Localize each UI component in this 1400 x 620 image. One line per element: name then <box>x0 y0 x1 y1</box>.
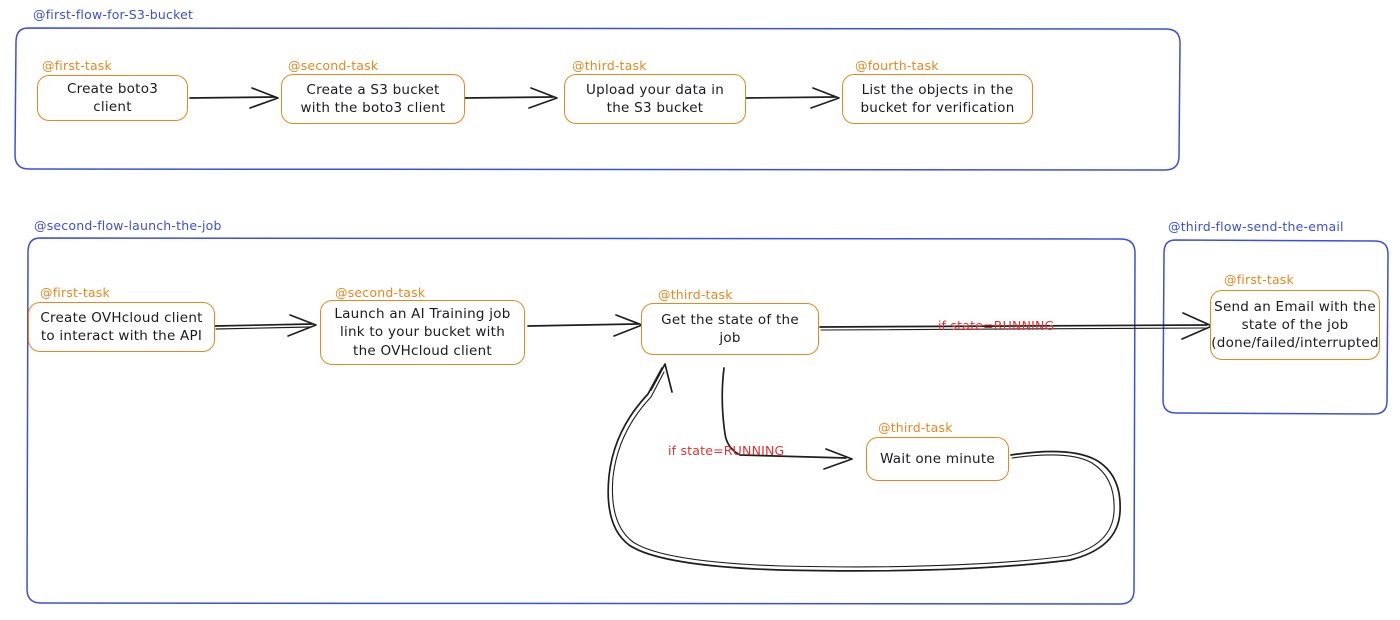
edge-wait-loop-back-b <box>611 371 1115 568</box>
node-label-f2-task1: @first-task <box>40 285 110 300</box>
node-text-f1-task3: Upload your data in the S3 bucket <box>586 81 724 116</box>
node-f2-task1[interactable]: Create OVHcloud client to interact with … <box>28 302 215 352</box>
frame-label-first-flow: @first-flow-for-S3-bucket <box>33 7 194 22</box>
node-label-f2-task2: @second-task <box>335 285 426 300</box>
edge-label-to-wait: if state=RUNNING <box>668 443 785 458</box>
node-label-f1-task1: @first-task <box>42 58 112 73</box>
node-text-f1-task1: Create boto3 client <box>66 80 159 115</box>
edge-f2t2-f2t3 <box>527 323 639 327</box>
edge-f1t2-f1t3 <box>464 96 554 99</box>
frame-rect-first-flow <box>14 27 1181 171</box>
frame-label-third-flow: @third-flow-send-the-email <box>1168 219 1344 234</box>
node-text-f2-task1: Create OVHcloud client to interact with … <box>40 309 203 344</box>
frame-rect-second-flow <box>26 237 1136 605</box>
edge-f2t1-f2t2-head <box>287 314 317 337</box>
node-label-f3-task1: @first-task <box>1224 272 1294 287</box>
node-f3-task1[interactable]: Send an Email with the state of the job … <box>1210 290 1380 360</box>
node-f1-task3[interactable]: Upload your data in the S3 bucket <box>564 74 746 124</box>
node-text-f1-task2: Create a S3 bucket with the boto3 client <box>300 81 446 116</box>
edge-wait-loop-back-head <box>650 363 673 393</box>
edge-wait-loop-back <box>607 367 1121 572</box>
edge-f2t1-f2t2-b <box>215 326 311 330</box>
node-label-f1-task2: @second-task <box>288 58 379 73</box>
node-f1-task2[interactable]: Create a S3 bucket with the boto3 client <box>281 74 465 124</box>
node-f1-task1[interactable]: Create boto3 client <box>37 75 188 121</box>
edge-f1t2-f1t3-head <box>528 87 558 109</box>
edge-label-to-email: if state=RUNNING <box>938 318 1055 333</box>
node-text-f1-task4: List the objects in the bucket for verif… <box>860 81 1015 116</box>
node-label-f2-task-wait: @third-task <box>878 420 953 435</box>
edge-f2t3-f3t1-b <box>820 327 1206 331</box>
node-text-f2-task-wait: Wait one minute <box>880 450 995 467</box>
edge-f2t1-f2t2 <box>214 323 313 327</box>
edge-f1t1-f1t2-head <box>249 87 279 109</box>
edge-f2t3-wait <box>721 367 847 459</box>
edge-f2t3-f3t1 <box>819 324 1208 328</box>
node-f2-task3[interactable]: Get the state of the job <box>641 303 819 355</box>
edge-f1t1-f1t2 <box>189 96 276 99</box>
edge-f2t3-f3t1-head <box>1181 312 1213 340</box>
node-f2-task2[interactable]: Launch an AI Training job link to your b… <box>320 300 525 365</box>
node-label-f2-task3: @third-task <box>658 287 733 302</box>
node-text-f2-task3: Get the state of the job <box>661 311 799 346</box>
node-f1-task4[interactable]: List the objects in the bucket for verif… <box>842 74 1033 124</box>
edge-f2t2-f2t3-head <box>613 314 643 337</box>
node-label-f1-task4: @fourth-task <box>855 58 939 73</box>
node-text-f3-task1: Send an Email with the state of the job … <box>1211 298 1379 352</box>
edge-f1t3-f1t4-head <box>810 87 840 109</box>
edge-f1t3-f1t4 <box>745 96 836 99</box>
node-f2-task-wait[interactable]: Wait one minute <box>866 437 1009 481</box>
node-text-f2-task2: Launch an AI Training job link to your b… <box>334 306 511 359</box>
frame-label-second-flow: @second-flow-launch-the-job <box>34 218 222 233</box>
node-label-f1-task3: @third-task <box>572 58 647 73</box>
frame-rect-third-flow <box>1162 239 1389 415</box>
edge-f2t3-wait-head <box>823 448 853 470</box>
